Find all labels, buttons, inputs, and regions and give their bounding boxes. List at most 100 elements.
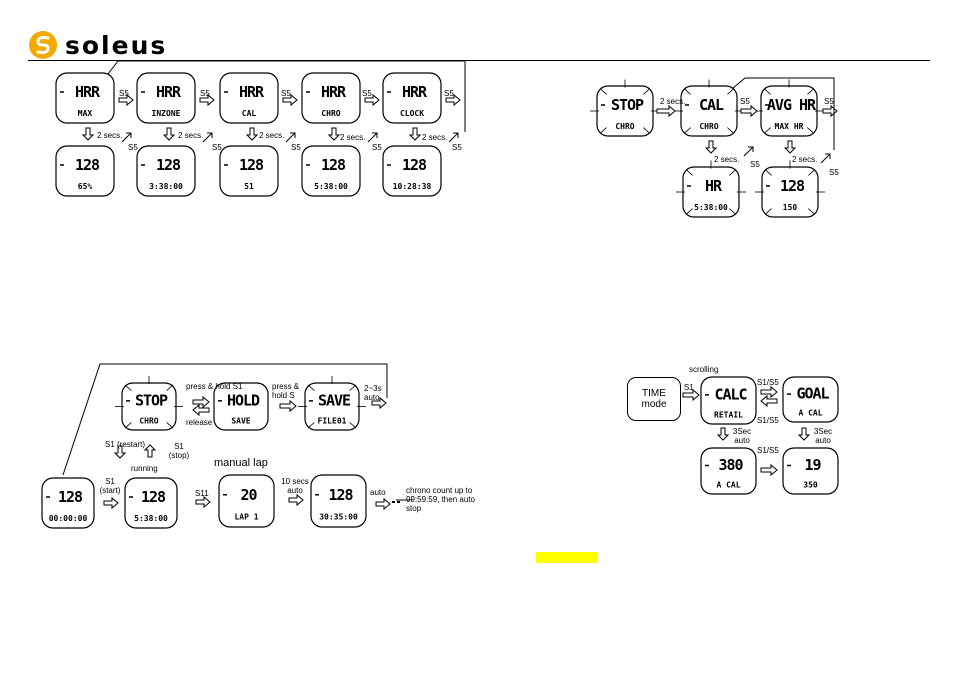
screen-bottom-value: 10:28:38 [393,182,432,191]
d2-hold-label: 2 secs. [792,155,818,164]
watch-screen [700,447,757,495]
d3-auto-23s: 2~3s auto [364,384,382,402]
right-arrow [118,93,134,107]
watch-screen [55,145,115,197]
d1-hold-label: 2 secs. [259,131,285,140]
diagonal-arrow [448,132,459,143]
screen-bottom-value: LAP 1 [234,513,258,522]
d1-button-label: S5 [452,143,462,152]
d3-ten-secs-auto: 10 secs auto [281,477,309,495]
blink-ray [643,88,651,95]
down-arrow [704,140,718,154]
blink-ray [685,169,693,176]
screen-top-value: HRR [402,83,428,101]
right-arrow [656,104,676,118]
watch-screen [55,72,115,124]
d3-release: release [186,418,213,427]
up-arrow [143,444,157,458]
d1-button-label: S5 [128,143,138,152]
watch-screen [301,72,361,124]
screen-top-value: HR [705,177,723,195]
soleus-logo-icon [29,31,57,59]
blink-ray [124,384,132,391]
down-arrow [327,127,341,141]
d2-button-label: S5 [824,97,834,106]
screen-bottom-value: MAX HR [775,122,804,131]
down-arrow [162,127,176,141]
d3-manual-lap: manual lap [214,457,268,469]
screen-top-value: 128 [58,488,83,506]
blink-ray [307,422,315,429]
right-arrow [740,104,758,118]
down-arrow [245,127,259,141]
d4-three-sec-auto: 3Sec auto [813,427,833,445]
screen-top-value: STOP [135,392,168,410]
blink-ray [166,422,174,429]
d3-s11: S11 [195,489,209,498]
diagonal-arrow [367,132,378,143]
right-arrow [288,493,304,507]
screen-bottom-value: RETAIL [714,410,743,419]
blink-ray [643,127,651,134]
blink-ray [124,422,132,429]
screen-top-value: CAL [699,96,724,114]
blink-ray [808,208,816,215]
blink-ray [349,384,357,391]
right-arrow [282,93,298,107]
d1-button-label: S5 [119,89,129,98]
screen-top-value: HRR [156,83,182,101]
blink-ray [727,88,735,95]
watch-screen [41,477,95,529]
down-arrow [716,427,730,441]
d2-button-label: S5 [829,168,839,177]
d1-button-label: S5 [362,89,372,98]
diagonal-arrow [743,146,754,157]
right-arrow [371,396,387,410]
watch-screen [219,72,279,124]
d3-press-hold-s: press & hold S [272,382,300,400]
screen-bottom-value: A CAL [798,409,822,418]
screen-bottom-value: CHRO [615,122,634,131]
right-arrow [103,496,119,510]
right-arrow [760,463,778,477]
d1-button-label: S5 [444,89,454,98]
screen-top-value: 128 [141,488,166,506]
screen-bottom-value: 30:35:00 [319,513,358,522]
watch-screen [382,145,442,197]
screen-bottom-value: SAVE [231,416,250,425]
screen-bottom-value: 350 [803,481,818,490]
screen-bottom-value: 00:00:00 [49,514,88,523]
screen-bottom-value: 3:38:00 [149,182,183,191]
right-arrow [364,93,380,107]
d4-s1s5: S1/S5 [757,446,779,455]
screen-bottom-value: MAX [78,109,93,118]
watch-screen [301,145,361,197]
right-arrow [822,104,838,118]
d1-button-label: S5 [200,89,210,98]
blink-ray [763,127,771,134]
screen-top-value: HRR [239,83,265,101]
d3-s1-restart: S1 (restart) [104,440,145,449]
screen-top-value: HRR [321,83,347,101]
screen-top-value: STOP [611,96,644,114]
down-arrow [113,445,127,459]
screen-bottom-value: 5:38:00 [314,182,348,191]
blink-ray [166,384,174,391]
down-arrow [408,127,422,141]
left-arrow [760,394,778,408]
screen-top-value: 128 [328,486,353,504]
watch-screen [218,474,275,528]
right-arrow [199,93,215,107]
d3-press-hold-s1: press & hold S1 [186,382,243,391]
blink-ray [727,127,735,134]
d4-s1s5: S1/S5 [757,378,779,387]
d2-button-label: S5 [750,160,760,169]
left-arrow [192,403,210,417]
brand-name: soleus [65,30,168,60]
screen-bottom-value: A CAL [716,481,740,490]
screen-bottom-value: 65% [78,182,93,191]
watch-screen [219,145,279,197]
screen-bottom-value: 51 [244,182,254,191]
blink-ray [599,88,607,95]
